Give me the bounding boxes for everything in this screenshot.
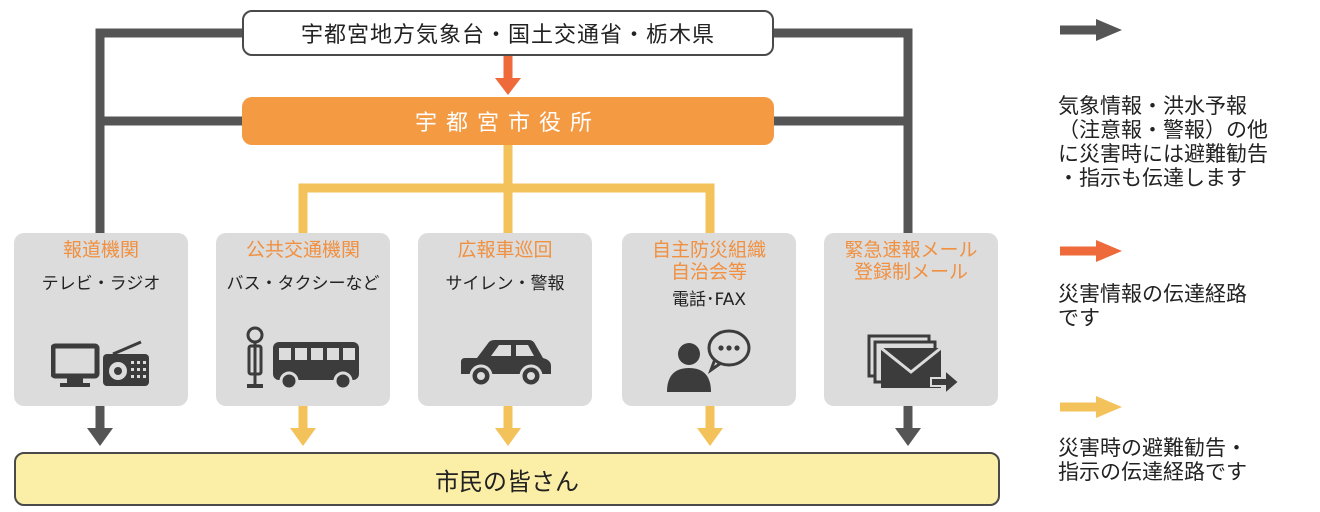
legend-orange-text: 災害情報の伝達経路 です [1058, 282, 1247, 330]
channel-card-community: 自主防災組織 自治会等 電話･FAX [622, 233, 796, 406]
channel-title: 自主防災組織 自治会等 [651, 239, 766, 283]
channel-card-transit: 公共交通機関 バス・タクシーなど [216, 233, 390, 406]
mail-stack-icon [824, 332, 998, 392]
channel-subtitle: テレビ・ラジオ [41, 274, 161, 294]
legend-yellow-text: 災害時の避難勧告・ 指示の伝達経路です [1058, 436, 1247, 484]
channel-card-pr-car: 広報車巡回 サイレン・警報 [418, 233, 592, 406]
channel-title: 緊急速報メール 登録制メール [844, 239, 978, 283]
car-icon [418, 334, 592, 390]
gray-arrowheads [87, 428, 921, 446]
channel-subtitle: サイレン・警報 [445, 274, 565, 294]
yellow-arrowheads [290, 428, 723, 446]
channel-subtitle: バス・タクシーなど [226, 274, 380, 294]
citizens-box: 市民の皆さん [14, 452, 1000, 506]
person-chat-icon [622, 328, 796, 394]
top-source-box: 宇都宮地方気象台・国土交通省・栃木県 [242, 10, 774, 56]
channel-card-news: 報道機関 テレビ・ラジオ [14, 233, 188, 406]
orange-arrowhead [495, 78, 521, 95]
channel-title: 公共交通機関 [245, 239, 360, 261]
channel-title: 広報車巡回 [457, 239, 553, 261]
bus-stop-icon [216, 326, 390, 390]
tv-radio-icon [14, 340, 188, 390]
channel-title: 報道機関 [62, 239, 139, 261]
legend-gray-text: 気象情報・洪水予報 （注意報・警報）の他 に災害時には避難勧告 ・指示も伝達しま… [1058, 94, 1268, 190]
yellow-routes [298, 145, 715, 430]
channel-card-emergency-mail: 緊急速報メール 登録制メール [824, 233, 998, 406]
channel-subtitle: 電話･FAX [672, 290, 746, 310]
legend-arrows [1060, 19, 1122, 418]
city-office-box: 宇都宮市役所 [242, 97, 774, 145]
